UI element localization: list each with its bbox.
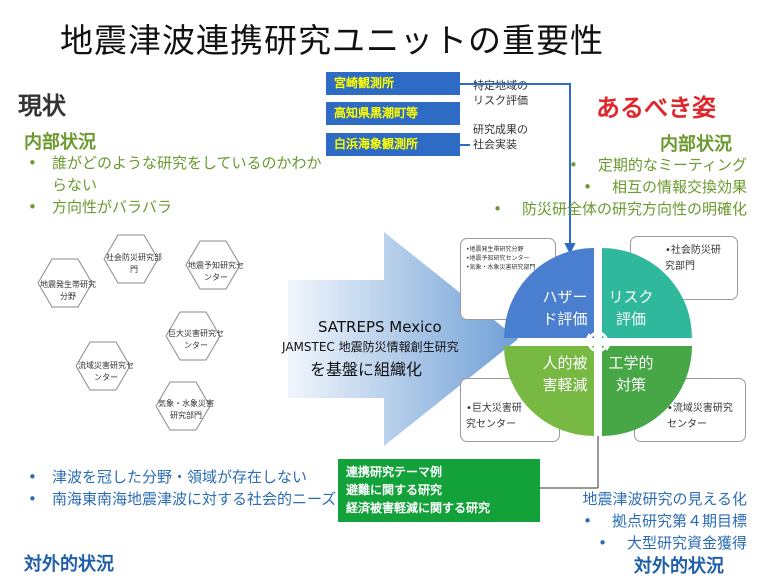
ideal-external-heading: 対外的状況 <box>634 556 724 577</box>
hex-label: 流域災害研究センター <box>78 361 134 382</box>
page-title: 地震津波連携研究ユニットの重要性 <box>60 21 604 60</box>
engineering-quadrant <box>602 346 692 436</box>
hexagon <box>75 341 131 391</box>
list-item: 誰がどのような研究をしているのかわからない <box>22 152 322 196</box>
list-item: •拠点研究第４期目標 <box>583 512 747 530</box>
note-specific-2: リスク評価 <box>473 94 528 107</box>
note-specific-1: 特定地域の <box>473 79 528 92</box>
hazard-quadrant <box>504 248 594 338</box>
note-implementation-1: 研究成果の <box>473 123 528 136</box>
human-quadrant <box>504 346 594 436</box>
ideal-heading: あるべき姿 <box>596 94 716 122</box>
current-internal-heading: 内部状況 <box>24 132 96 153</box>
ideal-external-list: 地震津波研究の見える化 •拠点研究第４期目標 •大型研究資金獲得 <box>582 488 747 554</box>
hexagon <box>185 240 241 290</box>
list-item: 津波を冠した分野・領域が存在しない <box>22 466 342 488</box>
list-item: 地震津波研究の見える化 <box>582 490 747 508</box>
list-item: 南海東南海地震津波に対する社会的ニーズ <box>22 488 342 510</box>
ideal-internal-list: •定期的なミーティング •相互の情報交換効果 •防災研全体の研究方向性の明確化 <box>493 154 747 220</box>
human-label: 人的被害軽減 <box>542 354 588 394</box>
hexagon <box>103 234 159 284</box>
transition-arrow <box>288 232 518 446</box>
current-internal-list: 誰がどのような研究をしているのかわからない 方向性がバラバラ <box>22 152 322 218</box>
arrow-line-3: を基盤に組織化 <box>310 360 423 379</box>
site-box: 宮崎観測所 <box>326 72 460 95</box>
site-box: 高知県黒潮町等 <box>326 102 460 125</box>
hex-label: 地震予知研究センター <box>188 261 244 282</box>
arrow-line-2: JAMSTEC 地震防災情報創生研究 <box>282 340 459 354</box>
hex-label: 巨大災害研究センター <box>168 329 224 350</box>
engineering-label: 工学的対策 <box>608 354 654 394</box>
hazard-label: ハザード評価 <box>542 288 588 328</box>
list-item: •防災研全体の研究方向性の明確化 <box>493 200 747 218</box>
list-item: •定期的なミーティング <box>569 156 747 174</box>
hexagon-cluster <box>37 234 241 431</box>
hexagon <box>165 311 221 361</box>
list-item: •相互の情報交換効果 <box>583 178 747 196</box>
research-quadrant-circle <box>504 248 692 436</box>
arrow-line-1: SATREPS Mexico <box>318 318 442 336</box>
hexagon <box>37 258 93 308</box>
current-external-heading: 対外的状況 <box>24 554 114 575</box>
hex-label: 地震発生帯研究分野 <box>40 280 96 301</box>
hexagon <box>155 381 211 431</box>
note-implementation-2: 社会実装 <box>473 138 517 151</box>
risk-quadrant <box>602 248 692 338</box>
hex-label: 気象・水象災害研究部門 <box>158 399 214 420</box>
list-item: 方向性がバラバラ <box>22 196 322 218</box>
hex-label: 社会防災研究部門 <box>106 253 162 274</box>
current-external-list: 津波を冠した分野・領域が存在しない 南海東南海地震津波に対する社会的ニーズ <box>22 466 342 510</box>
cycle-icon <box>587 331 609 353</box>
risk-label: リスク評価 <box>608 288 654 328</box>
current-heading: 現状 <box>18 92 66 120</box>
site-box: 白浜海象観測所 <box>326 133 460 156</box>
list-item: •大型研究資金獲得 <box>598 534 747 552</box>
ideal-internal-heading: 内部状況 <box>660 134 732 155</box>
collaboration-themes-box: 連携研究テーマ例 避難に関する研究 経済被害軽減に関する研究 <box>338 459 540 522</box>
